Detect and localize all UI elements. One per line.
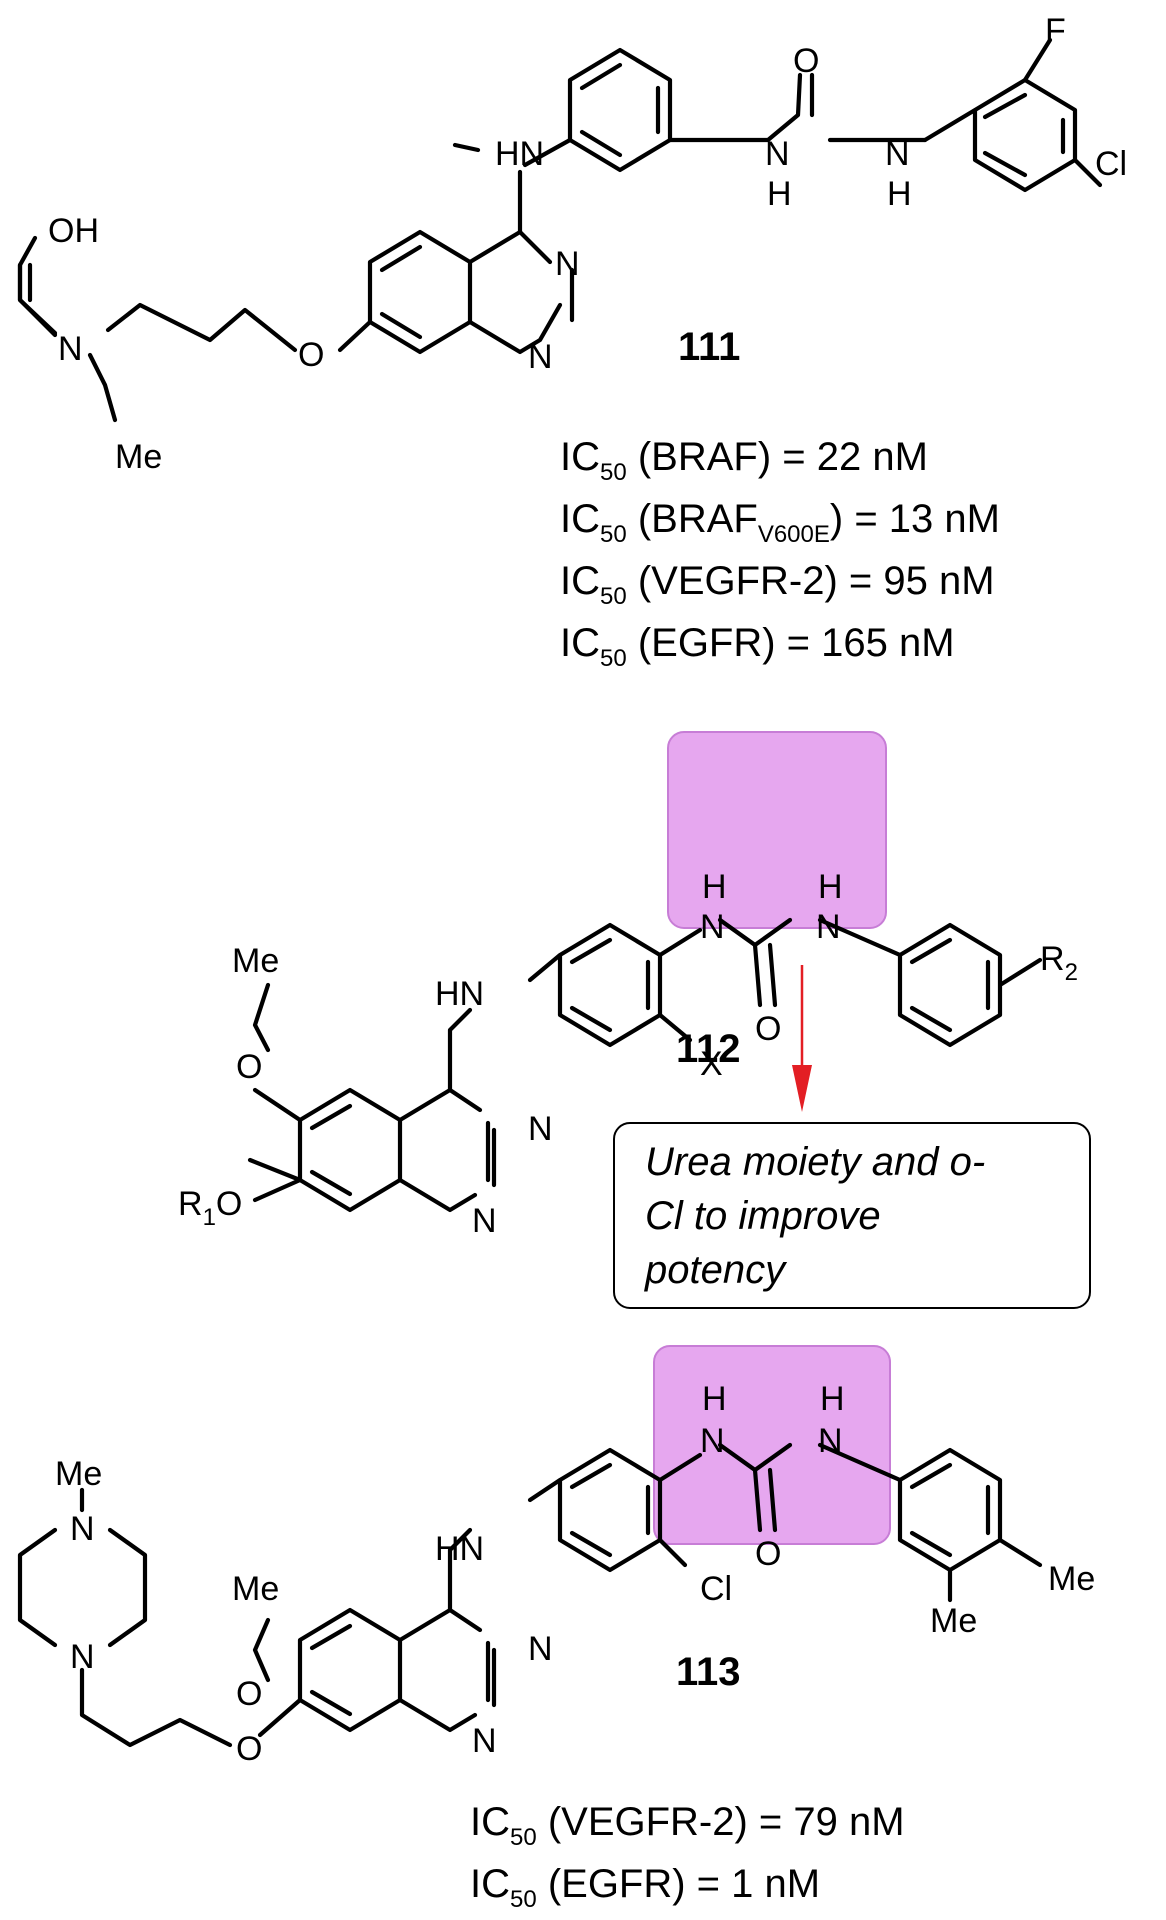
c112-n3-atom: N <box>528 1110 553 1148</box>
c112-nh2-h-atom: H <box>818 868 843 906</box>
c113-n1-atom: N <box>472 1722 497 1760</box>
c111-me-atom: Me <box>115 438 162 476</box>
c112-n1-atom: N <box>472 1202 497 1240</box>
c111-nh2-n-atom: N <box>885 135 910 173</box>
compound-111-structure <box>17 37 1103 423</box>
c112-me-atom: Me <box>232 942 279 980</box>
c111-activity-vegfr2: IC50 (VEGFR-2) = 95 nM <box>560 559 995 610</box>
c111-activity-braf: IC50 (BRAF) = 22 nM <box>560 435 928 486</box>
c111-cl-atom: Cl <box>1095 145 1127 183</box>
c111-nh1-n-atom: N <box>765 135 790 173</box>
c112-nh2-n-atom: N <box>816 908 841 946</box>
c112-carbonyl-o-atom: O <box>755 1010 781 1048</box>
compound-111-activities: IC50 (BRAF) = 22 nM IC50 (BRAFV600E) = 1… <box>560 435 1000 672</box>
urea-highlight-112 <box>667 731 887 929</box>
c111-activity-braf-v600e: IC50 (BRAFV600E) = 13 nM <box>560 497 1000 548</box>
note-line-1: Urea moiety and o- <box>645 1140 985 1184</box>
c113-piperazine-me-atom: Me <box>55 1455 102 1493</box>
note-line-3: potency <box>644 1248 788 1292</box>
c112-methoxy-o-atom: O <box>236 1048 262 1086</box>
c113-nh1-h-atom: H <box>702 1380 727 1418</box>
c112-r1o-group: R1O <box>178 1185 242 1231</box>
c113-methoxy-me-atom: Me <box>232 1570 279 1608</box>
c113-cl-atom: Cl <box>700 1570 732 1608</box>
c113-meta-me-atom: Me <box>930 1602 977 1640</box>
compound-113-activities: IC50 (VEGFR-2) = 79 nM IC50 (EGFR) = 1 n… <box>470 1800 905 1913</box>
c111-n3-atom: N <box>555 245 580 283</box>
c113-piperazine-n-bottom-atom: N <box>70 1638 95 1676</box>
c113-nh1-n-atom: N <box>700 1422 725 1460</box>
note-line-2: Cl to improve <box>645 1194 881 1238</box>
c111-f-atom: F <box>1045 12 1066 50</box>
c111-hn-atom: HN <box>495 135 544 173</box>
c113-n3-atom: N <box>528 1630 553 1668</box>
c113-nh2-h-atom: H <box>820 1380 845 1418</box>
c113-nh2-n-atom: N <box>818 1422 843 1460</box>
c113-carbonyl-o-atom: O <box>755 1535 781 1573</box>
arrow-head <box>792 1065 812 1112</box>
c111-amine-n-atom: N <box>58 330 83 368</box>
compound-113-structure <box>17 1442 1043 1748</box>
compound-111-label: 111 <box>678 325 740 369</box>
compound-113-label: 113 <box>676 1650 741 1694</box>
c112-hn-atom: HN <box>435 975 484 1013</box>
c111-ether-o-atom: O <box>298 336 324 374</box>
urea-highlight-113 <box>653 1345 891 1545</box>
c113-para-me-atom: Me <box>1048 1560 1095 1598</box>
c113-activity-egfr: IC50 (EGFR) = 1 nM <box>470 1862 820 1913</box>
c111-carbonyl-o-atom: O <box>793 42 819 80</box>
c111-n1-atom: N <box>528 338 553 376</box>
c111-activity-egfr: IC50 (EGFR) = 165 nM <box>560 621 955 672</box>
c113-methoxy-o-atom: O <box>236 1675 262 1713</box>
c112-r2-atom: R2 <box>1040 940 1078 986</box>
c111-nh1-h-atom: H <box>767 175 792 213</box>
c112-nh1-h-atom: H <box>702 868 727 906</box>
c113-hn-atom: HN <box>435 1530 484 1568</box>
c113-ether-o-atom: O <box>236 1730 262 1768</box>
compound-112-structure <box>247 917 1043 1213</box>
c112-nh1-n-atom: N <box>700 908 725 946</box>
compound-112-label: 112 <box>676 1027 741 1071</box>
c112-x-atom: X <box>700 1045 723 1083</box>
c113-activity-vegfr2: IC50 (VEGFR-2) = 79 nM <box>470 1800 905 1851</box>
note-box <box>613 1122 1091 1309</box>
c111-oh-atom: OH <box>48 212 99 250</box>
c113-piperazine-n-top-atom: N <box>70 1510 95 1548</box>
c111-nh2-h-atom: H <box>887 175 912 213</box>
